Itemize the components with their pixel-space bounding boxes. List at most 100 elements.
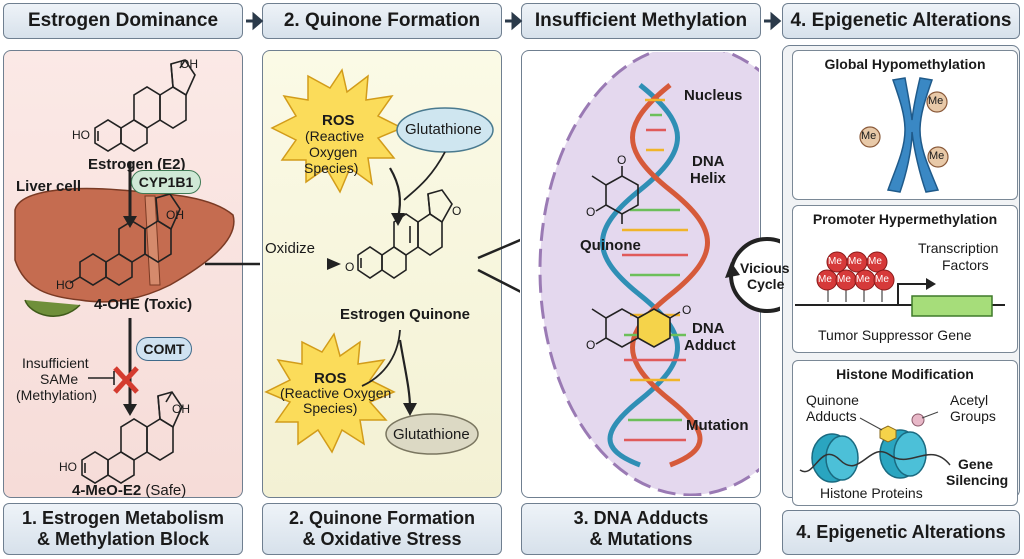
header-estrogen-dominance: Estrogen Dominance	[3, 3, 243, 39]
me-cluster-7: Me	[875, 274, 889, 285]
panel4-graphics	[795, 77, 1005, 483]
estrogen-label: Estrogen (E2)	[88, 156, 186, 173]
ros-label-top-3: Oxygen	[309, 144, 358, 160]
ros-label-top-2: (Reactive	[305, 128, 365, 144]
quinone-adducts-label-1: Quinone	[806, 392, 859, 408]
ros-label-top-1: ROS	[322, 112, 355, 129]
o-label-a1: O	[682, 303, 692, 317]
nucleus-label: Nucleus	[684, 87, 743, 104]
gene-silencing-label-2: Silencing	[946, 472, 1009, 488]
me-label-3: Me	[929, 150, 945, 162]
ros-burst-top	[270, 68, 404, 194]
gene-silencing-label-1: Gene	[958, 456, 994, 472]
footer-dna-line2: & Mutations	[589, 529, 693, 549]
me-label-2: Me	[861, 130, 877, 142]
histone-modification-title: Histone Modification	[836, 366, 974, 382]
ohe-label: 4-OHE (Toxic)	[94, 296, 193, 313]
estrogen-structure	[94, 59, 196, 152]
header-insufficient-methylation: Insufficient Methylation	[521, 3, 761, 39]
ho-label-meo: HO	[59, 460, 77, 474]
o-label-top: O	[452, 204, 462, 218]
footer-metabolism: 1. Estrogen Metabolism & Methylation Blo…	[3, 503, 243, 555]
global-hypomethylation-title: Global Hypomethylation	[824, 56, 986, 72]
footer-metabolism-line1: 1. Estrogen Metabolism	[21, 508, 225, 528]
nucleosome-icon-1	[811, 433, 859, 483]
glutathione-bottom-shape	[385, 413, 479, 455]
panel3-graphics	[538, 52, 780, 496]
nucleosome-icon-2	[879, 429, 927, 479]
transcription-factors-label-2: Factors	[942, 257, 989, 273]
cyp1b1-badge: CYP1B1	[131, 170, 201, 194]
glutathione-bottom-label: Glutathione	[393, 426, 470, 443]
dna-helix-label-1: DNA	[692, 153, 725, 170]
vicious-cycle-icon	[725, 237, 780, 313]
nucleus-shape	[538, 52, 759, 496]
quinone-adducts-label-2: Adducts	[806, 408, 857, 424]
adduct-hexagon-icon	[879, 425, 897, 443]
panel2-graphics	[264, 68, 520, 455]
acetyl-dot-icon	[911, 413, 925, 427]
me-cluster-6: Me	[856, 274, 870, 285]
footer-quinone-line2: & Oxidative Stress	[302, 529, 462, 549]
acetyl-groups-label-2: Groups	[950, 408, 996, 424]
quinone-structure	[591, 166, 639, 224]
ho-label-e2: HO	[72, 128, 90, 142]
ros-label-bottom-2: (Reactive Oxygen	[280, 385, 392, 401]
footer-dna-line1: 3. DNA Adducts	[573, 508, 709, 528]
ho-label-ohe: HO	[56, 278, 74, 292]
me-cluster-4: Me	[818, 274, 832, 285]
me-cluster-2: Me	[848, 256, 862, 267]
dna-helix-icon	[600, 83, 710, 468]
ros-burst-bottom	[264, 332, 396, 454]
comt-badge: COMT	[136, 337, 192, 361]
ros-label-bottom-1: ROS	[314, 370, 347, 387]
o-label-a2: O	[586, 338, 596, 352]
methyl-cluster-icon	[816, 251, 895, 302]
me-cluster-5: Me	[837, 274, 851, 285]
liver-cell-label: Liver cell	[16, 178, 82, 195]
ros-label-bottom-3: Species)	[303, 400, 358, 416]
dna-adduct-label-2: Adduct	[684, 337, 736, 354]
footer-epigenetic-line1: 4. Epigenetic Alterations	[796, 522, 1006, 542]
o-label-left: O	[345, 260, 355, 274]
estrogen-quinone-structure	[357, 189, 453, 279]
dna-adduct-label-1: DNA	[692, 320, 725, 337]
o-label-q2: O	[586, 205, 596, 219]
meo-structure	[81, 391, 183, 484]
oh-label-top: OH	[180, 57, 198, 71]
vicious-cycle-label-2: Cycle	[747, 276, 785, 292]
ros-label-top-4: Species)	[304, 160, 359, 176]
insufficient-label: Insufficient	[22, 355, 89, 371]
methylation-label: (Methylation)	[16, 387, 97, 403]
meo-label: 4-MeO-E2 (Safe)	[72, 482, 187, 499]
dna-helix-label-2: Helix	[690, 170, 726, 187]
panel1-graphics	[14, 59, 260, 484]
footer-dna: 3. DNA Adducts & Mutations	[521, 503, 761, 555]
transcription-factors-label-1: Transcription	[918, 240, 999, 256]
header-quinone-formation: 2. Quinone Formation	[262, 3, 502, 39]
quinone-label: Quinone	[580, 237, 641, 254]
dna-adduct-structure	[591, 308, 681, 348]
promoter-hypermethylation-title: Promoter Hypermethylation	[812, 211, 998, 227]
histone-proteins-label: Histone Proteins	[820, 485, 923, 501]
me-label-1: Me	[928, 95, 944, 107]
chromosome-icon	[886, 77, 940, 193]
oxidize-label: Oxidize	[265, 240, 316, 257]
footer-quinone-line1: 2. Quinone Formation	[288, 508, 475, 528]
footer-epigenetic: 4. Epigenetic Alterations	[782, 510, 1020, 555]
o-label-q1: O	[617, 153, 627, 167]
tumor-suppressor-label: Tumor Suppressor Gene	[818, 327, 972, 343]
mutation-label: Mutation	[686, 417, 749, 434]
footer-metabolism-line2: & Methylation Block	[36, 529, 210, 549]
acetyl-groups-label-1: Acetyl	[950, 392, 989, 408]
oh-label-mid: OH	[166, 208, 184, 222]
header-epigenetic-alterations: 4. Epigenetic Alterations	[782, 3, 1020, 39]
me-cluster-1: Me	[828, 256, 842, 267]
oh-label-bottom: OH	[172, 402, 190, 416]
me-cluster-3: Me	[868, 256, 882, 267]
vicious-cycle-label-1: Vicious	[740, 260, 790, 276]
estrogen-quinone-label: Estrogen Quinone	[340, 306, 471, 323]
same-label: SAMe	[40, 371, 79, 387]
gene-box	[911, 295, 993, 317]
glutathione-top-label: Glutathione	[405, 121, 482, 138]
